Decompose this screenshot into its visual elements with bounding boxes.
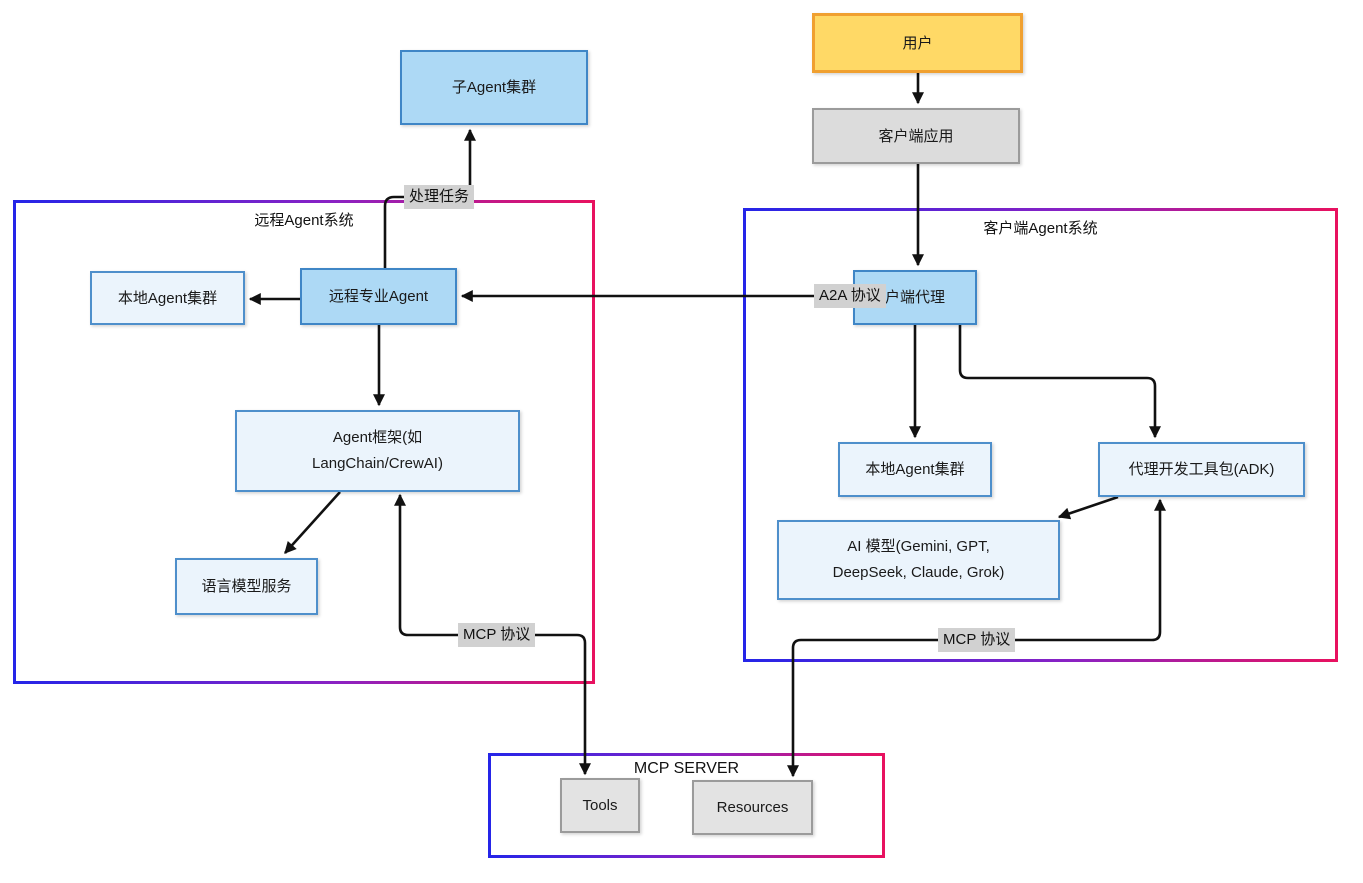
edge-label-a2a-protocol: A2A 协议 [814,284,886,308]
node-client-app: 客户端应用 [812,108,1020,164]
node-language-model-service-label: 语言模型服务 [201,578,292,595]
node-client-app-label: 客户端应用 [878,127,954,145]
node-ai-models-line2: DeepSeek, Claude, Grok) [832,564,1005,581]
node-adk-label: 代理开发工具包(ADK) [1128,461,1275,478]
edge-agent-framework-to-llm-service [284,491,341,554]
node-adk: 代理开发工具包(ADK) [1098,442,1305,497]
node-sub-agent-cluster: 子Agent集群 [400,50,588,125]
node-tools-label: Tools [582,797,618,814]
node-language-model-service: 语言模型服务 [175,558,318,615]
node-agent-framework-line1: Agent框架(如 [332,429,423,446]
node-remote-specialist-agent-label: 远程专业Agent [328,288,429,305]
node-user-label: 用户 [902,34,933,52]
node-agent-framework: Agent框架(如 LangChain/CrewAI) [235,410,520,492]
node-agent-framework-line2: LangChain/CrewAI) [312,455,443,472]
node-ai-models: AI 模型(Gemini, GPT, DeepSeek, Claude, Gro… [777,520,1060,600]
node-local-agent-cluster-right: 本地Agent集群 [838,442,992,497]
node-user: 用户 [812,13,1023,73]
edge-label-process-task: 处理任务 [404,185,475,209]
node-sub-agent-cluster-label: 子Agent集群 [451,79,537,96]
node-a2a-client-agent-label: 户端代理 [884,289,945,306]
node-remote-specialist-agent: 远程专业Agent [300,268,457,325]
node-local-agent-cluster-left: 本地Agent集群 [90,271,245,325]
edge-label-mcp-protocol-left: MCP 协议 [458,623,536,647]
node-tools: Tools [560,778,640,833]
edge-adk-to-ai-models [1057,495,1119,520]
node-resources-label: Resources [716,799,789,816]
mcp-server-title: MCP SERVER [633,760,740,777]
node-local-agent-cluster-left-label: 本地Agent集群 [117,289,218,307]
node-local-agent-cluster-right-label: 本地Agent集群 [865,461,965,478]
node-resources: Resources [692,780,813,835]
edge-a2a-agent-to-adk [958,325,1161,439]
remote-agent-system-title: 远程Agent系统 [254,212,354,229]
client-agent-system-title: 客户端Agent系统 [983,220,1098,237]
edge-label-mcp-protocol-right: MCP 协议 [938,628,1016,652]
node-ai-models-line1: AI 模型(Gemini, GPT, [847,538,990,555]
